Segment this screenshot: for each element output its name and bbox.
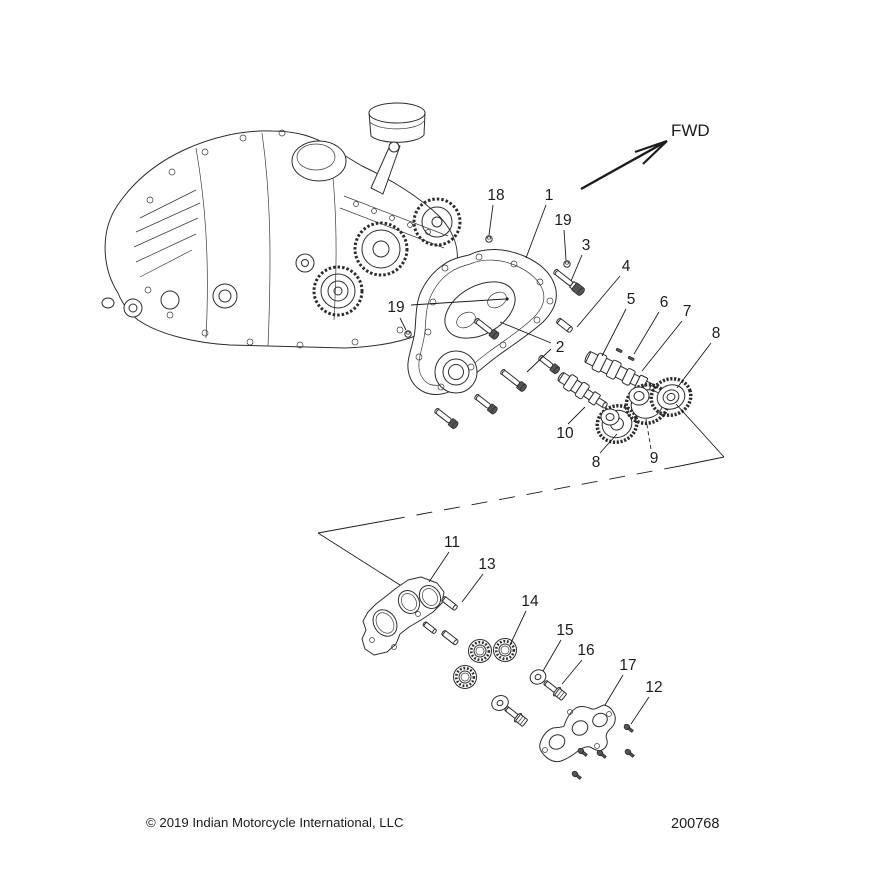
callout-label: 4	[622, 258, 631, 275]
callout-12: 12	[630, 679, 663, 725]
callout-16: 16	[561, 642, 595, 685]
callout-label: 7	[683, 303, 692, 320]
callout-14: 14	[509, 593, 539, 646]
fwd-arrow: FWD	[580, 121, 710, 191]
callout-label: 18	[487, 187, 504, 204]
fwd-arrow-shaft	[580, 139, 668, 191]
bearing	[468, 639, 492, 663]
callout-13: 13	[461, 556, 496, 603]
callout-label: 8	[712, 325, 721, 342]
callout-15: 15	[542, 622, 574, 672]
callout-19-upper: 19	[554, 212, 572, 261]
callout-11: 11	[428, 534, 460, 583]
output-shaft	[123, 298, 143, 318]
dowel-pin	[556, 317, 573, 333]
cover-bolts	[434, 318, 561, 429]
callout-label: 15	[556, 622, 573, 639]
callout-label: 16	[577, 642, 594, 659]
callout-label: 2	[556, 339, 565, 356]
callout-4: 4	[576, 258, 631, 328]
breather-dome	[291, 140, 347, 182]
callout-2: 2	[499, 321, 565, 373]
callout-label: 8	[592, 454, 601, 471]
callout-17: 17	[604, 657, 637, 706]
woodruff-keys	[615, 347, 635, 361]
fwd-label: FWD	[671, 121, 710, 140]
callout-5: 5	[601, 291, 636, 357]
cam-cover-bolt-holes	[415, 253, 554, 391]
callout-label: 19	[387, 299, 404, 316]
engine-assembly-illustration	[101, 102, 462, 349]
callout-6: 6	[633, 294, 669, 355]
callout-label: 6	[660, 294, 669, 311]
cam-support-housing	[361, 576, 445, 656]
gasket-illustration	[539, 704, 616, 763]
callout-label: 17	[619, 657, 636, 674]
callout-label: 1	[545, 187, 554, 204]
callout-label: 3	[582, 237, 591, 254]
callout-19-left: 19	[387, 297, 509, 331]
callout-label: 12	[645, 679, 662, 696]
copyright-text: © 2019 Indian Motorcycle International, …	[146, 815, 404, 830]
gasket-screws	[571, 723, 635, 780]
shoulder-bolt	[553, 269, 585, 296]
callout-8-lower: 8	[592, 433, 618, 471]
callout-7: 7	[641, 303, 692, 372]
callout-3: 3	[570, 237, 591, 282]
bearings-illustration	[453, 638, 517, 689]
callout-label: 19	[554, 212, 571, 229]
callouts: 18 1 19 3 4 5 6 7	[387, 187, 721, 725]
front-camshaft-illustration	[557, 372, 608, 409]
housing-dowel-pins	[422, 596, 459, 646]
engine-gear-train	[160, 197, 462, 317]
piston-illustration	[368, 102, 426, 195]
callout-8-upper: 8	[676, 325, 721, 389]
callout-label: 5	[627, 291, 636, 308]
fwd-arrow-head	[634, 139, 668, 165]
callout-9: 9	[645, 418, 659, 467]
callout-18: 18	[487, 187, 505, 236]
callout-label: 9	[650, 450, 659, 467]
callout-label: 10	[556, 425, 574, 442]
callout-label: 13	[478, 556, 495, 573]
bearing	[493, 638, 517, 662]
callout-1: 1	[525, 187, 554, 259]
washers-illustration	[491, 669, 547, 711]
bearing	[453, 665, 477, 689]
flange-bolts	[504, 680, 567, 727]
cam-gears-illustration	[595, 377, 693, 444]
callout-label: 14	[521, 593, 539, 610]
plugs-illustration	[404, 235, 571, 338]
callout-10: 10	[556, 406, 586, 442]
part-number: 200768	[671, 816, 719, 832]
detail-view-connector	[317, 403, 725, 593]
callout-label: 11	[444, 534, 460, 551]
